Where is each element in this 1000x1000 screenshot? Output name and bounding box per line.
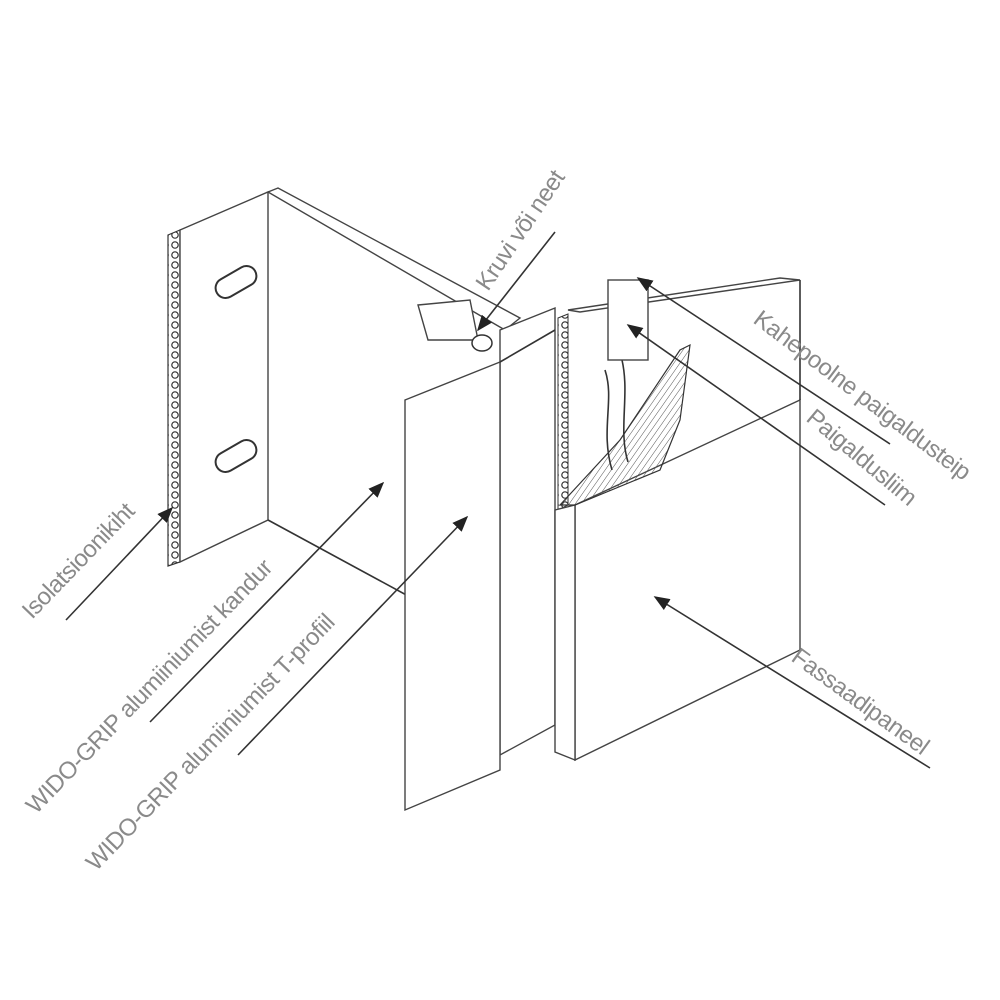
aluminium-bracket (167, 187, 522, 598)
label-tprofile: WIDO-GRIP alumiiniumist T-profiil (81, 609, 340, 876)
panel-leader (653, 596, 931, 769)
panel-side (554, 504, 576, 762)
bracket-slot (214, 439, 258, 473)
leader-lines (65, 231, 931, 769)
bracket-leader (149, 481, 385, 723)
mounting-tape (607, 279, 649, 361)
panel-cutaway (558, 343, 691, 506)
t-profile-flange (404, 360, 501, 812)
t-profile (404, 306, 556, 812)
adhesive-bead (604, 359, 629, 471)
insulation-leader (65, 506, 174, 621)
adhesive-leader (626, 324, 886, 506)
bracket-back-plate (179, 190, 269, 564)
facade-panel (554, 277, 801, 762)
screw-clip (417, 299, 479, 341)
panel-insulation-strip (557, 313, 569, 511)
bracket-flange (266, 187, 522, 331)
screw-leader (477, 231, 556, 332)
screw-icon (471, 334, 493, 352)
bracket-slot (214, 265, 258, 299)
tape-leader (636, 277, 891, 445)
label-panel: Fassaadipaneel (786, 643, 933, 760)
t-profile-stem (499, 306, 556, 757)
insulation-layer (167, 229, 181, 567)
tprofile-leader (237, 515, 469, 756)
